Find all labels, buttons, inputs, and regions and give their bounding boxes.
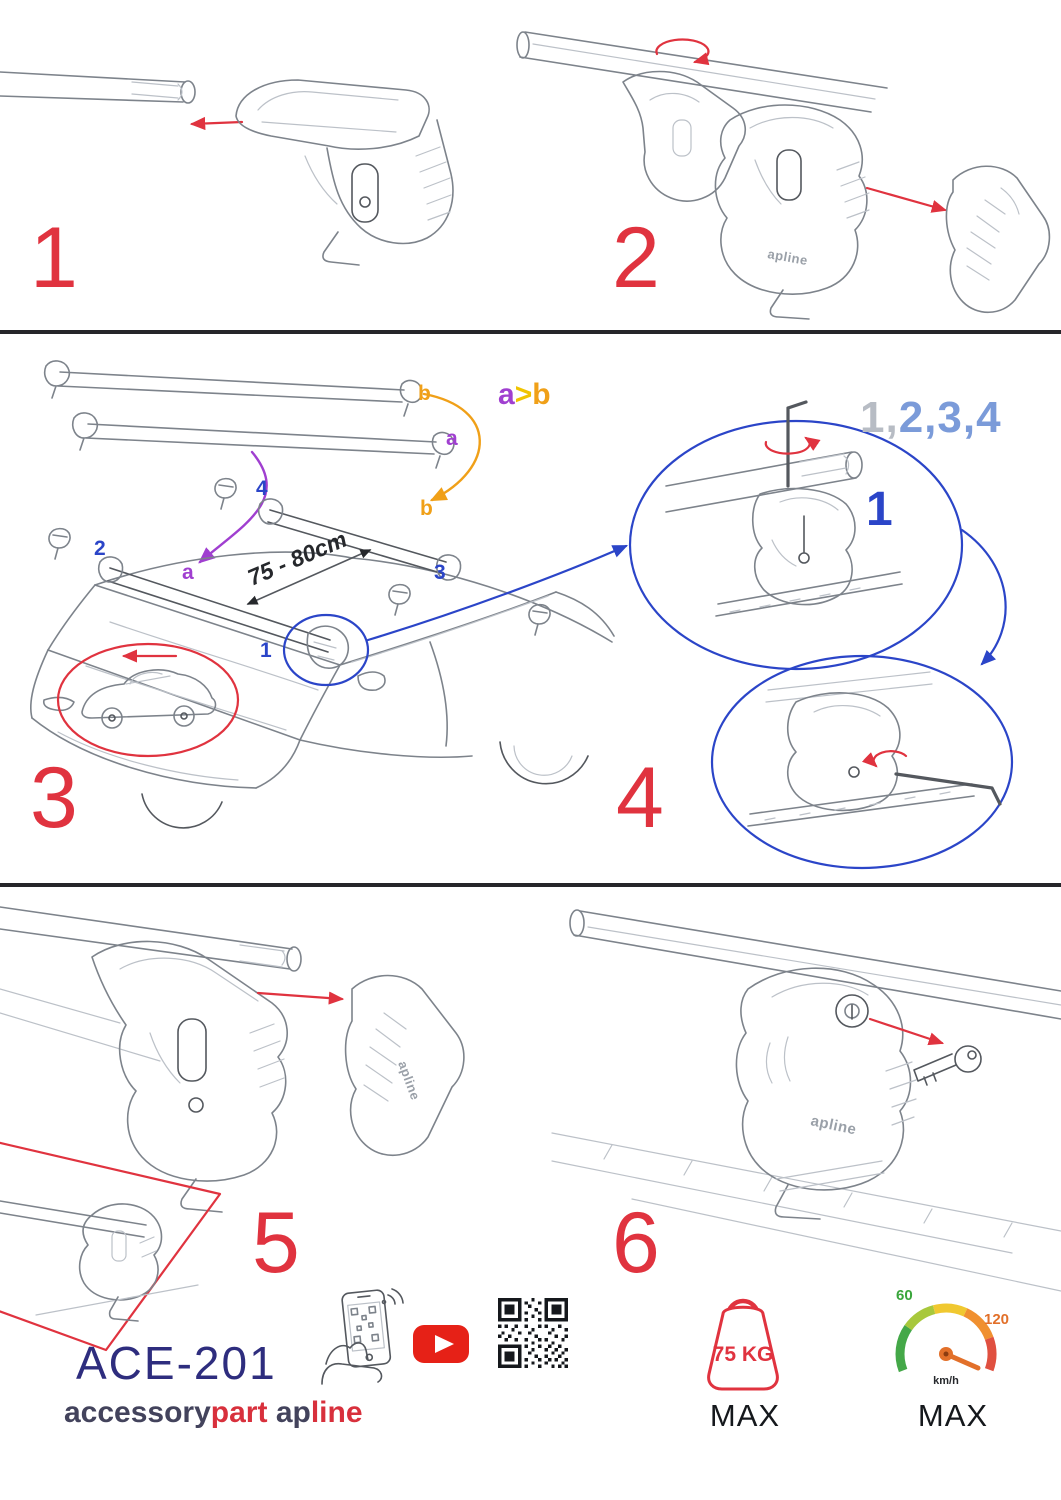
weight-limit-value: 75 KG: [713, 1343, 774, 1366]
cover-close-arrow: [256, 991, 345, 1005]
bar-b-position-curve: [422, 392, 481, 502]
speed-unit-label: km/h: [933, 1375, 959, 1387]
product-brand-label: apline: [766, 246, 809, 268]
detail-focus-circle: [282, 613, 370, 687]
brand-wordmark: accessorypart apline: [64, 1398, 363, 1428]
step5-cover-close-illustration: apline: [0, 906, 465, 1352]
loose-foot-4: [214, 477, 237, 510]
speed-max-label: MAX: [917, 1398, 989, 1433]
next-detail-arrow: [960, 528, 1007, 666]
direction-inset-circle: [56, 642, 240, 758]
roof-plane-outline: [0, 1141, 222, 1352]
bar-order-note: a>b: [498, 380, 551, 410]
step-4-number: 4: [616, 750, 664, 846]
step-3-number: 3: [30, 750, 78, 846]
weight-limit-icon: 75 KG: [707, 1298, 779, 1391]
lock-cylinder: [835, 994, 869, 1028]
torque-arrow-bottom: [861, 750, 908, 768]
detail-circle-bottom: [710, 654, 1014, 870]
step6-lock-key-illustration: apline: [551, 909, 1061, 1292]
section-divider-1: [0, 330, 1061, 334]
step1-bar-insert-illustration: [0, 71, 454, 266]
step-1-number: 1: [30, 210, 78, 306]
cover-attach-arrow: [865, 186, 948, 213]
weight-max-label: MAX: [709, 1398, 781, 1433]
youtube-icon: [413, 1325, 469, 1363]
sequence-blue: 2,3,4: [898, 393, 1002, 442]
allen-key-side: [894, 772, 1002, 806]
brand-line: line: [310, 1396, 363, 1429]
speed-limit-icon: 60 120 km/h: [895, 1287, 1009, 1387]
roof-position-1: 1: [260, 639, 272, 662]
step-5-number: 5: [252, 1195, 300, 1291]
measurement-label: 75 - 80cm: [244, 526, 351, 591]
key-icon: [913, 1045, 982, 1086]
sequence-gray: 1,: [860, 393, 899, 442]
order-b: b: [532, 378, 551, 411]
spare-bar-b-label: b: [418, 382, 431, 405]
allen-key-vertical: [786, 400, 808, 488]
speed-max-value: 120: [984, 1311, 1009, 1328]
order-a: a: [498, 378, 515, 411]
bar-spacing-dimension: [246, 549, 372, 605]
loose-foot-2: [48, 527, 71, 560]
step2-cover-attach-illustration: apline: [516, 31, 1051, 320]
insert-arrow: [189, 116, 244, 131]
roof-position-3: 3: [434, 561, 446, 584]
roof-bar-b-label: b: [420, 497, 433, 520]
product-brand-label: apline: [395, 1059, 423, 1102]
brand-part: part: [210, 1396, 268, 1429]
section-divider-2: [0, 883, 1061, 887]
detail-pointer-arrow: [366, 544, 629, 642]
torque-arrow-top: [764, 436, 821, 455]
brand-ap: ap: [275, 1396, 311, 1429]
product-model: ACE-201: [76, 1337, 277, 1389]
spare-bar-a-label: a: [446, 427, 458, 450]
product-brand-label: apline: [809, 1112, 858, 1138]
brand-accessory: accessory: [64, 1396, 211, 1429]
speed-min-label: 60: [896, 1287, 913, 1304]
roof-bar-a-label: a: [182, 561, 194, 584]
qr-code: [498, 1298, 568, 1368]
detail-circle-top: [628, 419, 964, 671]
tightening-sequence: 1,2,3,4: [860, 396, 1002, 440]
key-insert-arrow: [868, 1017, 945, 1046]
step3-roof-mounting-illustration: 75 - 80cm: [29, 360, 629, 829]
roof-position-4: 4: [256, 477, 268, 500]
bar-a-position-curve: [198, 450, 268, 564]
order-gt: >: [514, 378, 533, 411]
rotate-arrow: [655, 38, 710, 66]
step-2-number: 2: [612, 210, 660, 306]
roof-position-2: 2: [94, 537, 106, 560]
detail-step-label: 1: [866, 483, 893, 536]
loose-foot-3: [388, 583, 411, 616]
step4-tightening-detail-illustration: [628, 400, 1014, 870]
step-6-number: 6: [612, 1195, 660, 1291]
phone-scan-icon: [321, 1288, 404, 1385]
